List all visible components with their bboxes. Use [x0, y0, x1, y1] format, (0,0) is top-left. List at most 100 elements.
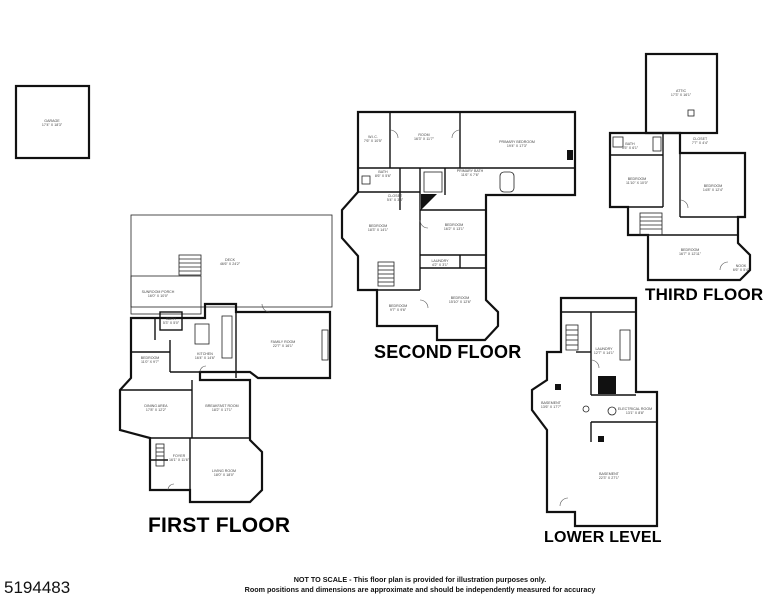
disclaimer-line-1: NOT TO SCALE - This floor plan is provid… — [293, 575, 547, 584]
first-floor-plan: DECK 46'6" X 24'2" SUNROOM PORCH 16'0" X… — [118, 214, 333, 504]
second-floor-plan: W.I.C. 7'6" X 10'5" ROOM 16'3" X 11'7" P… — [340, 110, 577, 342]
chimney-block — [421, 194, 437, 210]
room-room-name: ROOM — [418, 133, 429, 137]
room-bath-name: BATH — [625, 142, 635, 146]
room-room-size: 16'3" X 11'7" — [414, 137, 435, 141]
second-floor-title: SECOND FLOOR — [374, 342, 522, 362]
third-floor-plan: ATTIC 17'3" X 16'1" BATH 5'5" X 6'1" CLO… — [608, 52, 752, 282]
room-wic-name: W.I.C. — [368, 135, 378, 139]
second-floor-outer-wall — [340, 110, 577, 342]
room-bath-size: 8'6" X 5'6" — [375, 174, 392, 178]
lower-level-fixtures — [559, 324, 631, 507]
room-bedroom-a-size: 18'3" X 14'1" — [368, 228, 389, 232]
room-bedroom-c-size: 16'7" X 12'11" — [679, 252, 702, 256]
room-bedroom-name: BEDROOM — [141, 356, 160, 360]
room-closet-name: CLOSET — [693, 137, 708, 141]
room-bedroom-b-size: 16'2" X 13'1" — [444, 227, 465, 231]
room-family-size: 22'7" X 16'1" — [273, 344, 294, 348]
room-bath-size: 5'3" X 5'0" — [163, 321, 180, 325]
room-bedroom-size: 11'0" X 9'7" — [141, 360, 160, 364]
room-laundry-size: 12'7" X 14'1" — [594, 351, 615, 355]
room-bedroom-d-size: 15'10" X 12'6" — [449, 300, 472, 304]
room-living-size: 18'0" X 18'0" — [214, 473, 235, 477]
room-bedroom-a-name: BEDROOM — [628, 177, 647, 181]
room-basement-a-size: 13'6" X 17'7" — [541, 405, 562, 409]
listing-id: 5194483 — [4, 578, 71, 597]
room-basement-a-name: BASEMENT — [541, 401, 562, 405]
column-block-b — [598, 436, 604, 442]
fireplace-block — [567, 150, 573, 160]
room-deck-size: 46'6" X 24'2" — [220, 262, 241, 266]
room-laundry-size: 4'2" X 3'1" — [432, 263, 449, 267]
room-closet-name: CLOSET — [388, 194, 403, 198]
room-bedroom-a-size: 11'10" X 10'0" — [626, 181, 649, 185]
room-bedroom-b-name: BEDROOM — [445, 223, 464, 227]
room-bath-size: 5'5" X 6'1" — [622, 146, 639, 150]
first-floor-title: FIRST FLOOR — [148, 514, 291, 537]
second-floor-fixtures — [361, 129, 515, 309]
room-foyer-size: 16'1" X 11'6" — [169, 458, 190, 462]
sunroom-porch-outline — [130, 275, 202, 315]
room-primary-bath-name: PRIMARY BATH — [457, 169, 484, 173]
room-porch-size: 16'0" X 10'0" — [148, 294, 169, 298]
deck-outline — [130, 214, 333, 308]
room-nook-name: NOOK — [736, 264, 747, 268]
room-bath-name: BATH — [166, 317, 176, 321]
room-bedroom-c-name: BEDROOM — [389, 304, 408, 308]
room-primary-bedroom-name: PRIMARY BEDROOM — [499, 140, 535, 144]
room-porch-name: SUNROOM PORCH — [142, 290, 175, 294]
lower-level-interior-walls — [561, 311, 657, 442]
room-dining-size: 17'8" X 12'2" — [146, 408, 167, 412]
room-laundry-name: LAUNDRY — [431, 259, 449, 263]
room-electrical-size: 13'1" X 8'8" — [626, 411, 645, 415]
room-attic-name: ATTIC — [676, 89, 687, 93]
garage-plan: GARAGE 17'4" X 18'3" — [14, 84, 91, 160]
deck-stairs — [178, 254, 202, 276]
lower-level-title: LOWER LEVEL — [544, 529, 662, 546]
third-floor-title: THIRD FLOOR — [645, 285, 764, 304]
room-foyer-name: FOYER — [173, 454, 186, 458]
room-breakfast-name: BREAKFAST ROOM — [205, 404, 238, 408]
room-bath-name: BATH — [378, 170, 388, 174]
column-block-a — [555, 384, 561, 390]
room-kitchen-size: 16'4" X 14'6" — [195, 356, 216, 360]
first-floor-interior-walls — [120, 311, 250, 502]
garage-size: 17'4" X 18'3" — [42, 123, 63, 127]
first-floor-fixtures — [155, 303, 329, 491]
second-floor-interior-walls — [358, 112, 575, 291]
room-kitchen-name: KITCHEN — [197, 352, 213, 356]
room-laundry-name: LAUNDRY — [595, 347, 613, 351]
room-living-name: LIVING ROOM — [212, 469, 236, 473]
third-floor-outer-wall — [608, 131, 752, 282]
room-basement-b-size: 22'3" X 27'1" — [599, 476, 620, 480]
room-nook-size: 6'6" X 5'4" — [733, 268, 750, 272]
room-breakfast-size: 18'2" X 17'1" — [212, 408, 233, 412]
room-wic-size: 7'6" X 10'5" — [364, 139, 383, 143]
room-bedroom-c-name: BEDROOM — [681, 248, 700, 252]
disclaimer-line-2: Room positions and dimensions are approx… — [244, 585, 596, 594]
furnace-block — [598, 376, 616, 394]
room-bedroom-b-size: 14'8" X 12'4" — [703, 188, 724, 192]
lower-level-outer-wall — [530, 296, 659, 528]
room-family-name: FAMILY ROOM — [271, 340, 296, 344]
room-bedroom-b-name: BEDROOM — [704, 184, 723, 188]
room-attic-size: 17'3" X 16'1" — [671, 93, 692, 97]
room-bedroom-d-name: BEDROOM — [451, 296, 470, 300]
attic-wall — [644, 52, 719, 135]
room-dining-name: DINING AREA — [144, 404, 168, 408]
third-floor-fixtures — [612, 136, 729, 271]
room-deck-name: DECK — [225, 258, 236, 262]
room-primary-bedroom-size: 19'4" X 17'3" — [507, 144, 528, 148]
room-primary-bath-size: 11'6" X 7'6" — [461, 173, 480, 177]
room-closet-size: 5'4" X 3'4" — [387, 198, 404, 202]
third-floor-interior-walls — [610, 133, 738, 236]
room-basement-b-name: BASEMENT — [599, 472, 620, 476]
room-bedroom-a-name: BEDROOM — [369, 224, 388, 228]
first-floor-outer-wall — [118, 302, 332, 504]
lower-level-plan: LAUNDRY 12'7" X 14'1" BASEMENT 13'6" X 1… — [530, 296, 659, 528]
room-closet-size: 7'7" X 4'4" — [692, 141, 709, 145]
garage-name: GARAGE — [44, 119, 60, 123]
room-electrical-name: ELECTRICAL ROOM — [618, 407, 652, 411]
room-bedroom-c-size: 9'7" X 9'6" — [390, 308, 407, 312]
